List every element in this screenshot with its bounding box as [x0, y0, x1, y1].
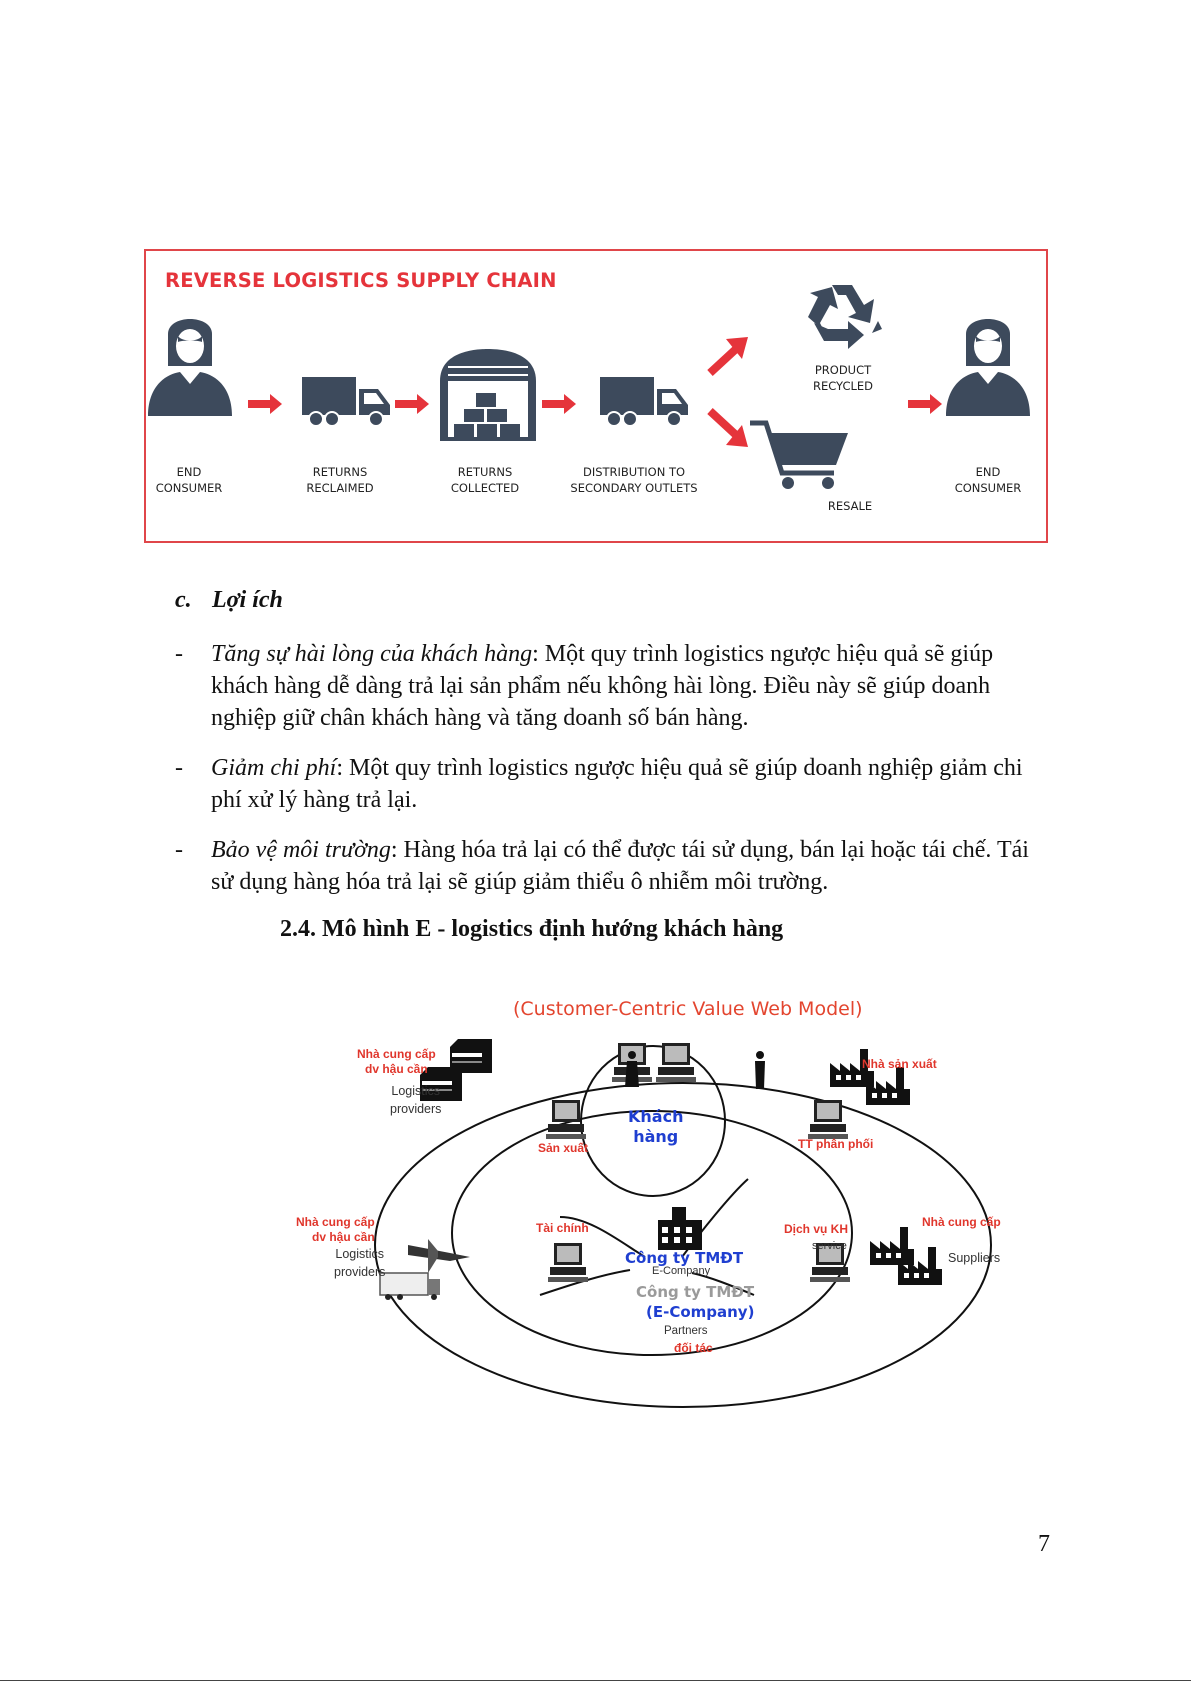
arrow-up-right-icon: [707, 337, 748, 376]
company-label-secondary: Công ty TMĐT: [636, 1283, 755, 1301]
supplier-en-label: Suppliers: [948, 1251, 1001, 1265]
partners-label: đối tác: [674, 1341, 713, 1355]
computer-icon: [656, 1043, 696, 1082]
partners-en-label: Partners: [664, 1325, 708, 1337]
company-en-label: E-Company: [652, 1265, 711, 1277]
company-label: Công ty TMĐT: [625, 1249, 744, 1267]
truck-icon: [379, 1272, 440, 1300]
computer-icon: [808, 1100, 848, 1139]
arrow-right-icon: [248, 394, 282, 414]
arrow-right-icon: [908, 394, 942, 414]
page-number: 7: [1038, 1531, 1050, 1557]
company-building-icon: [658, 1207, 702, 1250]
bullet-customer-satisfaction: - Tăng sự hài lòng của khách hàng: Một q…: [175, 641, 994, 731]
computer-icon: [546, 1100, 586, 1139]
manufacturer-label: Nhà sản xuất: [862, 1057, 937, 1071]
figure-title: (Customer-Centric Value Web Model): [513, 998, 863, 1020]
person-icon: [755, 1051, 765, 1089]
caption-resale: RESALE: [827, 499, 873, 513]
caption-returns-reclaimed: RETURNS RECLAIMED: [306, 465, 374, 495]
arrow-right-icon: [395, 394, 429, 414]
company-en-label-secondary: (E-Company): [646, 1303, 755, 1321]
page-bottom-rule: [0, 1680, 1191, 1681]
truck-distribution-icon: [599, 376, 689, 427]
end-consumer-left-icon: [148, 319, 232, 416]
finance-label: Tài chính: [536, 1221, 589, 1235]
logistics-provider-top-en-label: Logistics providers: [390, 1084, 442, 1116]
production-label: Sản xuất: [538, 1141, 589, 1155]
section-heading-2-4: 2.4. Mô hình E - logistics định hướng kh…: [280, 916, 784, 942]
reverse-logistics-figure: REVERSE LOGISTICS SUPPLY CHAIN END CONSU…: [144, 249, 1048, 543]
reverse-logistics-illustration: [148, 285, 1030, 489]
caption-distribution: DISTRIBUTION TO SECONDARY OUTLETS: [570, 465, 698, 495]
airplane-icon: [408, 1239, 470, 1273]
logistics-provider-bottom-en-label: Logistics providers: [334, 1247, 386, 1279]
customer-service-en-label: service: [812, 1240, 847, 1252]
bullet-reduce-cost: - Giảm chi phí: Một quy trình logistics …: [175, 755, 1023, 813]
logistics-provider-bottom-vn-label: Nhà cung cấp dv hậu cần: [296, 1215, 375, 1244]
computer-icon: [548, 1243, 588, 1282]
shopping-cart-icon: [750, 420, 848, 489]
warehouse-icon: [440, 349, 536, 441]
arrow-right-icon: [542, 394, 576, 414]
end-consumer-right-icon: [946, 319, 1030, 416]
caption-end-consumer-right: END CONSUMER: [954, 465, 1022, 495]
value-web-figure: (Customer-Centric Value Web Model) Nhà c…: [296, 995, 1090, 1455]
person-icon: [625, 1051, 639, 1087]
caption-returns-collected: RETURNS COLLECTED: [450, 465, 520, 495]
caption-end-consumer-left: END CONSUMER: [155, 465, 223, 495]
figure-title: REVERSE LOGISTICS SUPPLY CHAIN: [165, 269, 557, 292]
logistics-provider-top-vn-label: Nhà cung cấp dv hậu cần: [357, 1047, 436, 1076]
section-heading-benefits: c.Lợi ích: [175, 587, 283, 613]
arrow-down-right-icon: [707, 408, 748, 447]
distribution-center-label: TT phân phối: [798, 1137, 874, 1151]
customer-label: Khách hàng: [628, 1107, 684, 1146]
supplier-label: Nhà cung cấp: [922, 1215, 1001, 1229]
value-web-illustration: [374, 1039, 992, 1408]
truck-reclaimed-icon: [301, 376, 391, 427]
customer-service-label: Dịch vụ KH: [784, 1222, 849, 1236]
bullet-environment: - Bảo vệ môi trường: Hàng hóa trả lại có…: [175, 837, 1029, 895]
caption-product-recycled: PRODUCT RECYCLED: [812, 363, 874, 393]
recycle-icon: [808, 285, 882, 349]
factory-icon: [870, 1227, 914, 1265]
